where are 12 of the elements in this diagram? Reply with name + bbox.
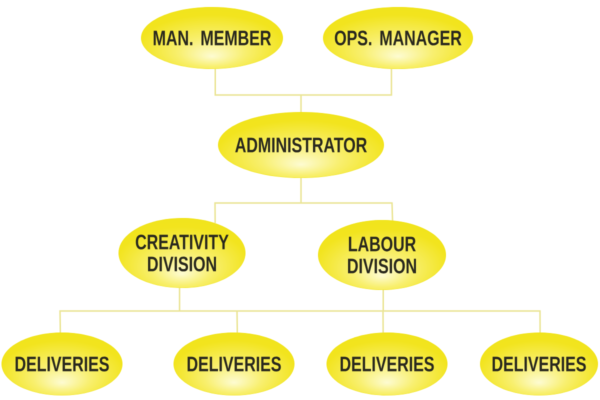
node-label: CREATIVITY DIVISION [136,234,229,272]
node-label: DELIVERIES [340,356,434,372]
connector-line [214,177,394,224]
node-label: LABOUR DIVISION [348,236,416,274]
node-label: DELIVERIES [16,356,109,372]
connector-line [59,287,541,334]
node-label: OPS. MANAGER [334,30,462,46]
connector-line [214,68,392,113]
node-label: ADMINISTRATOR [235,138,367,152]
node-label: DELIVERIES [188,356,281,372]
node-label: MAN. MEMBER [154,30,272,46]
node-label: DELIVERIES [492,356,586,372]
